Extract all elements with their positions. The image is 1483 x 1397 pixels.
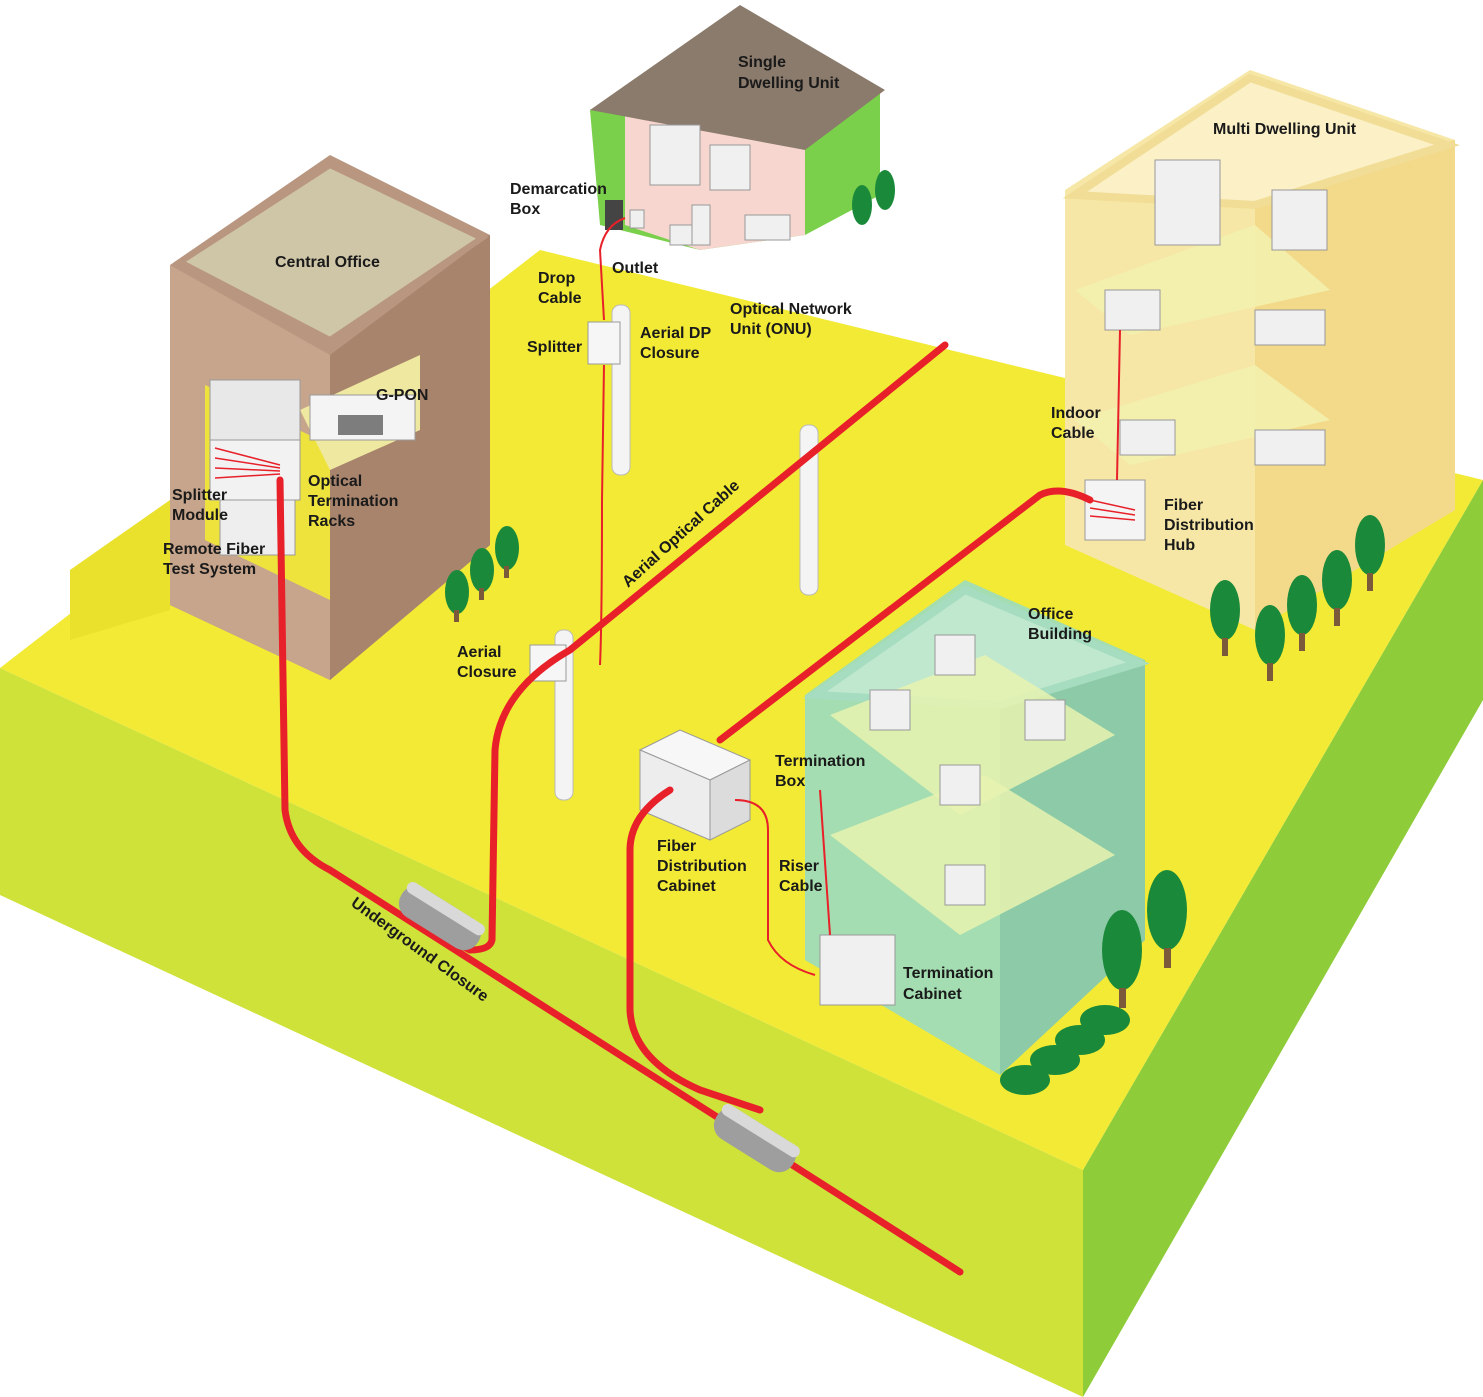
thin-fiber-lines: [598, 217, 1121, 976]
single-dwelling-unit-house: [590, 5, 885, 250]
label-central-office: Central Office: [275, 254, 380, 271]
label-office-building: Office Building: [1028, 606, 1092, 643]
label-single-dwelling-unit: Single Dwelling Unit: [738, 54, 840, 92]
label-demarcation-box: Demarcation Box: [510, 181, 611, 218]
label-outlet: Outlet: [612, 260, 659, 277]
fiber-cables: [276, 341, 1094, 1276]
label-fiber-distribution-hub: Fiber Distribution Hub: [1164, 497, 1258, 554]
label-indoor-cable: Indoor Cable: [1051, 405, 1105, 442]
fiber-main-trunk: [276, 476, 964, 1276]
utility-poles: [529, 304, 819, 801]
label-aerial-closure: Aerial Closure: [457, 644, 517, 681]
fiber-aerial-cable: [426, 341, 949, 954]
label-remote-fiber-test-system: Remote Fiber Test System: [163, 541, 270, 578]
ground-side-left: [0, 668, 1083, 1397]
label-gpon: G-PON: [376, 387, 428, 404]
fiber-to-mdu: [716, 487, 1094, 744]
fiber-to-cabinet: [626, 786, 764, 1114]
label-splitter-module: Splitter Module: [172, 487, 232, 524]
ground-inner-step: [70, 500, 170, 640]
ground-side-right: [1083, 480, 1483, 1397]
fiber-distribution-cabinet-box: [638, 729, 752, 841]
central-office-building: [170, 155, 490, 680]
label-termination-box: Termination Box: [775, 753, 870, 790]
label-optical-termination-racks: Optical Termination Racks: [308, 473, 403, 530]
label-termination-cabinet: Termination Cabinet: [903, 965, 998, 1003]
label-riser-cable: Riser Cable: [779, 858, 823, 895]
label-aerial-dp-closure: Aerial DP Closure: [640, 325, 715, 362]
underground-closures: [398, 882, 800, 1173]
office-building: [803, 580, 1150, 1075]
multi-dwelling-unit-building: [1062, 70, 1460, 630]
label-drop-cable: Drop Cable: [538, 270, 582, 307]
label-fiber-distribution-cabinet: Fiber Distribution Cabinet: [657, 838, 751, 895]
label-multi-dwelling-unit: Multi Dwelling Unit: [1213, 121, 1357, 138]
label-splitter: Splitter: [527, 339, 582, 356]
trees: [445, 170, 1385, 1095]
label-optical-network-unit: Optical Network Unit (ONU): [730, 301, 856, 338]
